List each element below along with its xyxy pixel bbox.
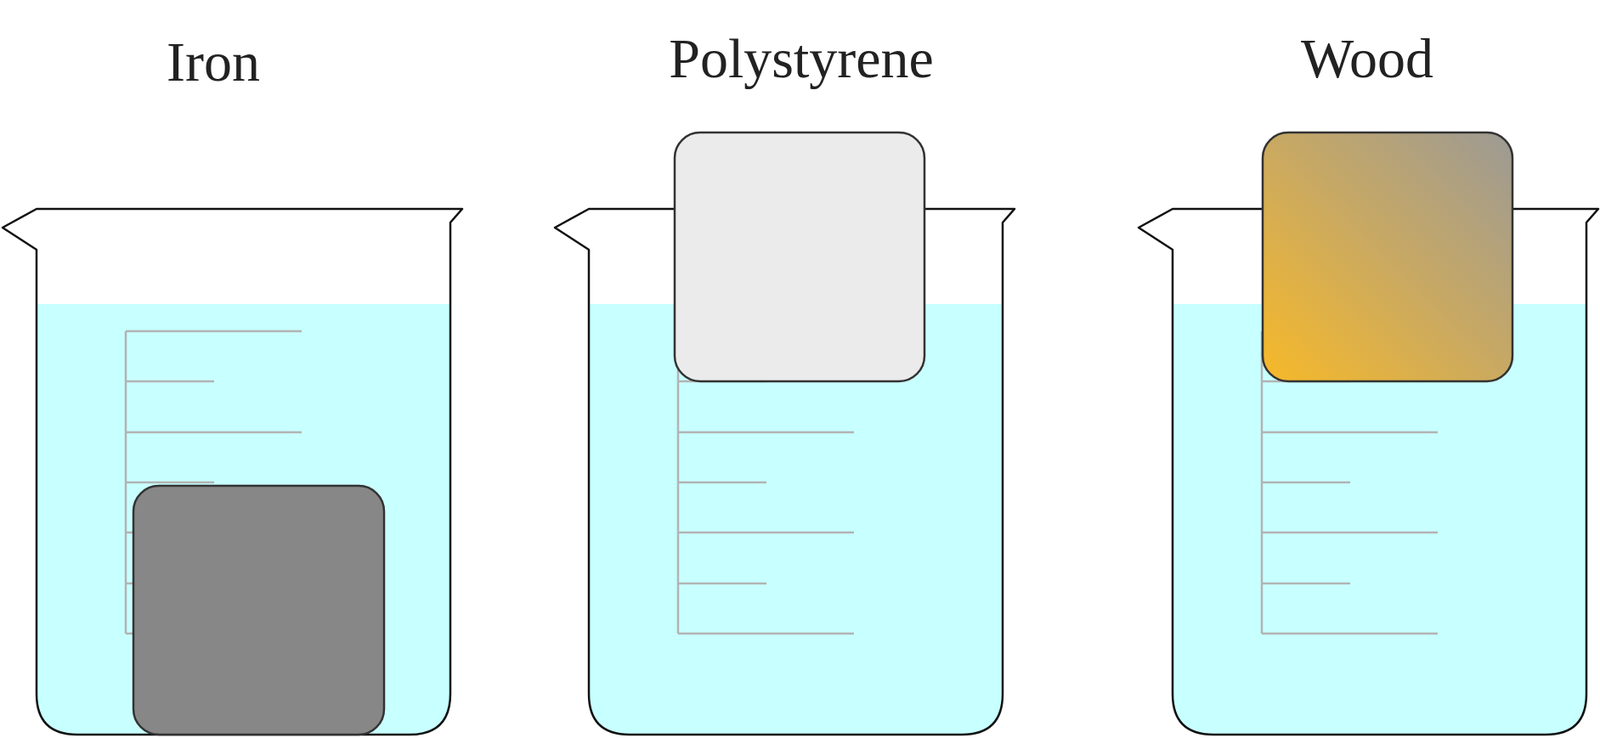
material-label: Polystyrene [668, 30, 934, 87]
wood-block [1262, 132, 1513, 382]
material-label: Wood [1300, 30, 1434, 87]
polystyrene-block [674, 132, 925, 382]
material-label: Iron [166, 33, 261, 91]
iron-block [133, 486, 385, 735]
iron-beaker [2, 209, 463, 735]
